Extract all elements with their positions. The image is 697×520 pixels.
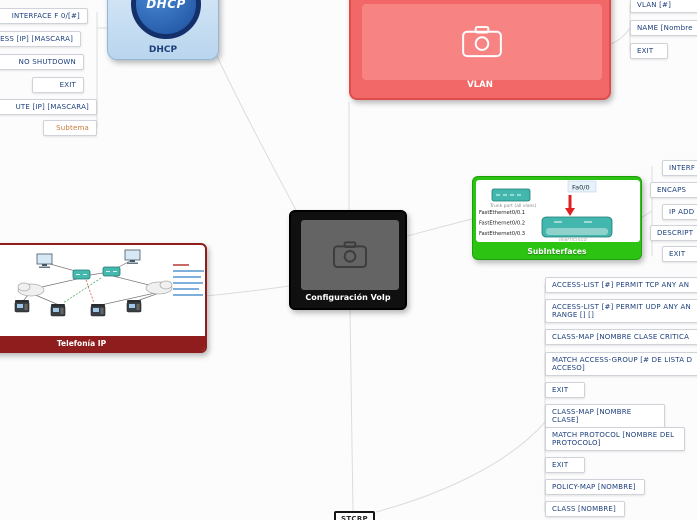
interface-label-2: FastEthernet0/0.2 <box>479 221 525 227</box>
ip-phone-icon <box>14 300 30 313</box>
notes-block <box>173 264 205 296</box>
port-label: Fa0/0 <box>572 184 590 192</box>
cmd-match-access-group[interactable]: MATCH ACCESS-GROUP [# DE LISTA D ACCESO] <box>545 352 697 376</box>
cmd-exit-qos1[interactable]: EXIT <box>545 382 585 398</box>
telefonia-diagram <box>14 249 205 317</box>
cmd-interface[interactable]: INTERFACE F 0/[#] <box>0 8 88 24</box>
center-node-label: Configuración VoIp <box>305 293 391 302</box>
router-icon <box>102 266 121 277</box>
watermark-text: learncisco <box>559 237 587 242</box>
cmd-exit-sub[interactable]: EXIT <box>662 246 697 262</box>
ip-phone-icon <box>90 304 106 317</box>
cmd-exit-vlan[interactable]: EXIT <box>630 43 668 59</box>
image-placeholder <box>301 220 399 290</box>
dhcp-logo-text: DHCP <box>146 0 186 11</box>
dhcp-node-label: DHCP <box>148 45 178 55</box>
cmd-class-map-critica[interactable]: CLASS-MAP [NOMBRE CLASE CRITICA <box>545 329 697 345</box>
cmd-no-shutdown[interactable]: NO SHUTDOWN <box>0 54 84 70</box>
cmd-ip-address-sub[interactable]: IP ADD <box>662 204 697 220</box>
interface-label-1: FastEthernet0/0.1 <box>479 210 525 216</box>
camera-icon <box>462 26 502 58</box>
node-stcrp[interactable]: STCRP <box>334 511 375 520</box>
cmd-exit-left[interactable]: EXIT <box>32 77 84 93</box>
cmd-ip-route[interactable]: UTE [IP] [MASCARA] <box>0 99 97 115</box>
cloud-icon <box>145 280 173 295</box>
node-subtema[interactable]: Subtema <box>43 120 97 136</box>
interface-label-3: FastEthernet0/0.3 <box>479 231 525 237</box>
subinterfaces-image: Fa0/0 Trunk port (all vlans) FastEtherne… <box>476 180 640 243</box>
cmd-vlan-name[interactable]: NAME [Nombre <box>630 20 697 36</box>
ip-phone-icon <box>126 300 142 313</box>
trunk-note: Trunk port (all vlans) <box>489 203 537 209</box>
cmd-ip-address[interactable]: ESS [IP] [MASCARA] <box>0 31 81 47</box>
vlan-node-label: VLAN <box>467 80 493 90</box>
cmd-interface-sub[interactable]: INTERF <box>662 160 697 176</box>
cmd-encapsulation[interactable]: ENCAPS <box>650 182 697 198</box>
node-telefonia-ip[interactable]: Telefonía IP <box>0 243 207 353</box>
cmd-class-map[interactable]: CLASS-MAP [NOMBRE CLASE] <box>545 404 665 428</box>
cmd-class[interactable]: CLASS [NOMBRE] <box>545 501 625 517</box>
cloud-icon <box>17 282 45 297</box>
pc-icon <box>36 253 53 268</box>
node-configuracion-voip[interactable]: Configuración VoIp <box>289 210 407 310</box>
cmd-acl-tcp[interactable]: ACCESS-LIST [#] PERMIT TCP ANY AN <box>545 277 697 293</box>
telefonia-label-bar <box>0 336 205 351</box>
node-vlan[interactable]: VLAN <box>349 0 611 100</box>
ip-phone-icon <box>50 304 66 317</box>
subinterfaces-node-label: SubInterfaces <box>527 247 587 256</box>
cmd-description[interactable]: DESCRIPT <box>650 225 697 241</box>
router-icon <box>72 269 91 280</box>
pc-icon <box>124 249 141 264</box>
port-label-bg <box>567 180 597 193</box>
cmd-policy-map[interactable]: POLICY-MAP [NOMBRE] <box>545 479 645 495</box>
cmd-match-protocol[interactable]: MATCH PROTOCOL [NOMBRE DEL PROTOCOLO] <box>545 427 685 451</box>
camera-icon <box>333 241 367 268</box>
cmd-vlan-number[interactable]: VLAN [#] <box>630 0 697 13</box>
node-dhcp[interactable]: DHCP DHCP <box>107 0 219 60</box>
dhcp-logo-icon: DHCP <box>131 0 201 39</box>
telefonia-image <box>0 248 205 337</box>
telefonia-node-label: Telefonía IP <box>56 339 107 348</box>
cmd-exit-qos2[interactable]: EXIT <box>545 457 585 473</box>
node-subinterfaces[interactable]: Fa0/0 Trunk port (all vlans) FastEtherne… <box>472 176 642 260</box>
cmd-acl-udp[interactable]: ACCESS-LIST [#] PERMIT UDP ANY AN RANGE … <box>545 299 697 323</box>
image-placeholder <box>362 4 602 80</box>
subinterfaces-diagram: Fa0/0 Trunk port (all vlans) FastEtherne… <box>479 180 613 243</box>
